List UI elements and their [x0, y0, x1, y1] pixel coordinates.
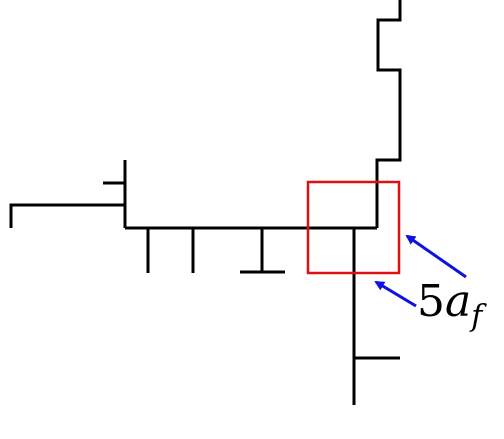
lower-arrow: [374, 280, 417, 308]
upper-arrow: [405, 234, 467, 279]
size-subscript: f: [469, 299, 487, 334]
upper-staircase-branch: [375, 0, 402, 228]
size-coefficient: 5: [417, 276, 445, 327]
size-label: 5af: [417, 276, 487, 334]
left-horizontal-branch: [9, 203, 125, 228]
highlight-box: [306, 180, 401, 275]
size-symbol: a: [445, 276, 471, 327]
